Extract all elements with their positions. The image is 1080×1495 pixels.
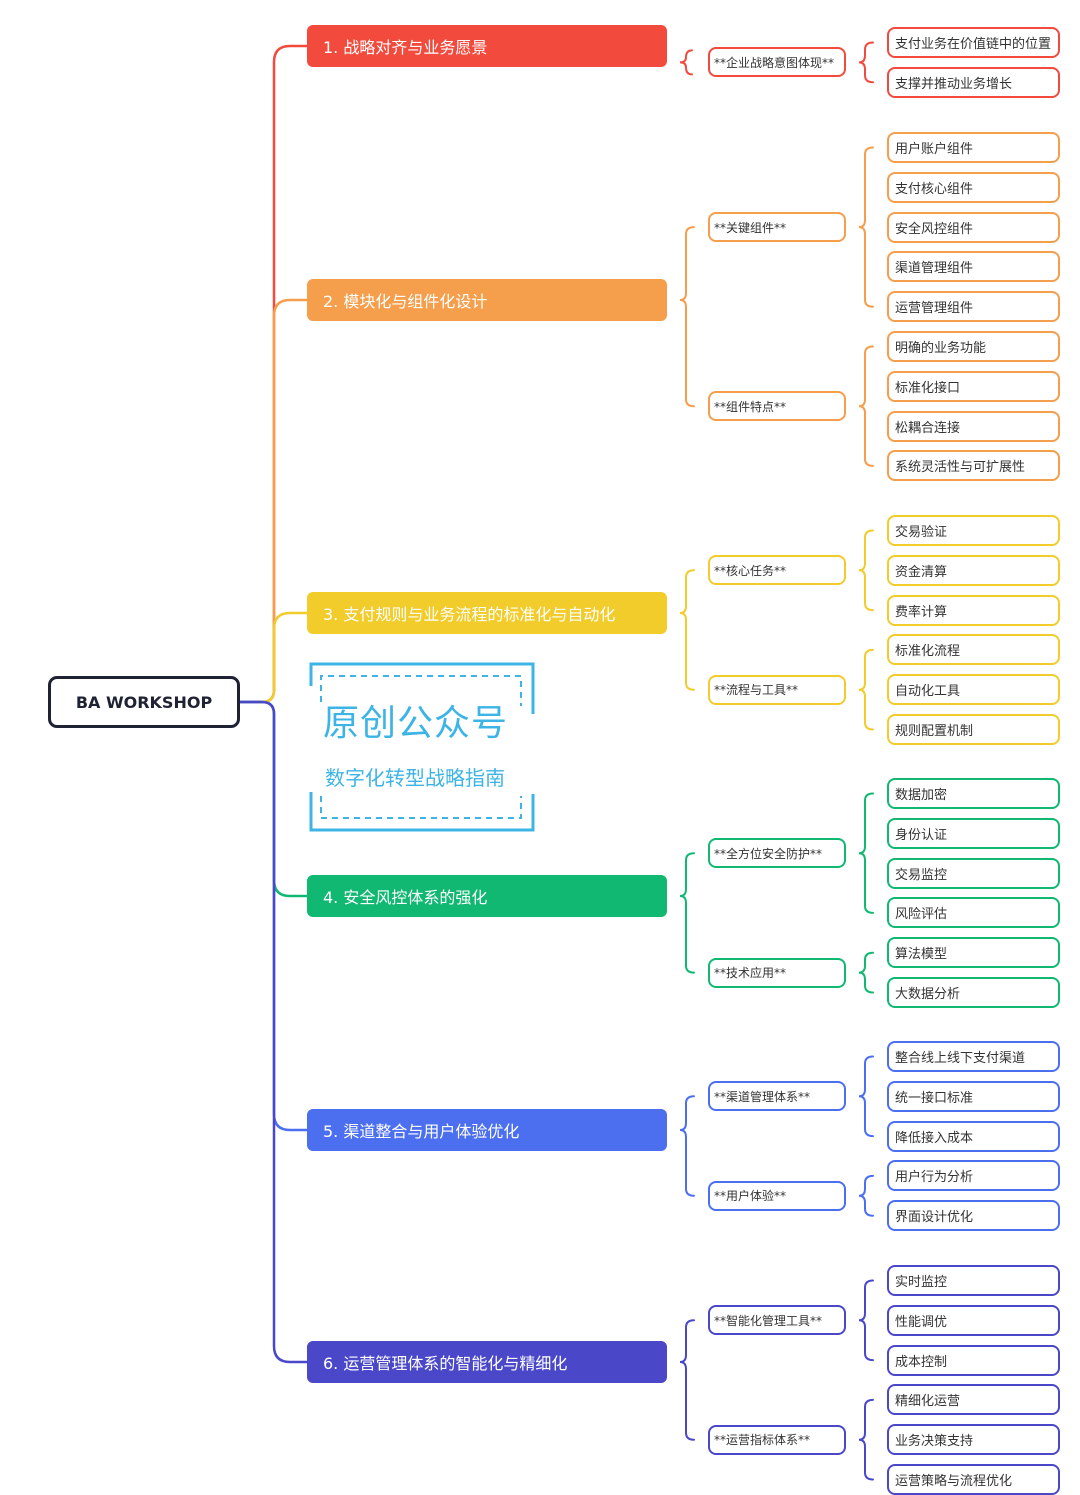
leaf-node[interactable]: 业务决策支持 [887, 1424, 1060, 1456]
connector [858, 1398, 874, 1481]
subtopic-node[interactable]: **智能化管理工具** [708, 1305, 846, 1336]
subtopic-node[interactable]: **渠道管理体系** [708, 1081, 846, 1112]
watermark-frame [309, 662, 535, 832]
connector [679, 1095, 695, 1197]
leaf-node[interactable]: 实时监控 [887, 1265, 1060, 1296]
leaf-node[interactable]: 费率计算 [887, 594, 1060, 626]
root-node[interactable]: BA WORKSHOP [48, 676, 240, 728]
leaf-node[interactable]: 明确的业务功能 [887, 331, 1060, 362]
leaf-node[interactable]: 用户行为分析 [887, 1160, 1060, 1192]
connector [679, 852, 695, 974]
leaf-node[interactable]: 标准化流程 [887, 634, 1060, 666]
leaf-node[interactable]: 规则配置机制 [887, 714, 1060, 745]
leaf-node[interactable]: 成本控制 [887, 1344, 1060, 1376]
watermark-subtitle: 数字化转型战略指南 [325, 766, 505, 790]
leaf-node[interactable]: 系统灵活性与可扩展性 [887, 450, 1060, 482]
leaf-node[interactable]: 性能调优 [887, 1304, 1060, 1336]
connector [858, 951, 874, 994]
subtopic-node[interactable]: **流程与工具** [708, 674, 846, 705]
subtopic-node[interactable]: **运营指标体系** [708, 1424, 846, 1455]
subtopic-node[interactable]: **核心任务** [708, 555, 846, 586]
leaf-node[interactable]: 大数据分析 [887, 977, 1060, 1008]
connector [858, 345, 874, 467]
connector [238, 611, 309, 704]
leaf-node[interactable]: 渠道管理组件 [887, 251, 1060, 283]
leaf-node[interactable]: 松耦合连接 [887, 410, 1060, 442]
subtopic-node[interactable]: **企业战略意图体现** [708, 47, 846, 78]
subtopic-node[interactable]: **技术应用** [708, 957, 846, 988]
topic-node[interactable]: 5. 渠道整合与用户体验优化 [307, 1109, 667, 1151]
connector [679, 1319, 695, 1441]
leaf-node[interactable]: 安全风控组件 [887, 211, 1060, 243]
leaf-node[interactable]: 风险评估 [887, 897, 1060, 929]
leaf-node[interactable]: 界面设计优化 [887, 1200, 1060, 1232]
leaf-node[interactable]: 运营策略与流程优化 [887, 1464, 1060, 1495]
connector [858, 792, 874, 914]
leaf-node[interactable]: 降低接入成本 [887, 1120, 1060, 1152]
connector [858, 1279, 874, 1362]
leaf-node[interactable]: 统一接口标准 [887, 1080, 1060, 1112]
connector [238, 700, 309, 1364]
topic-node[interactable]: 2. 模块化与组件化设计 [307, 279, 667, 321]
leaf-node[interactable]: 资金清算 [887, 554, 1060, 586]
leaf-node[interactable]: 运营管理组件 [887, 291, 1060, 323]
topic-node[interactable]: 4. 安全风控体系的强化 [307, 875, 667, 917]
leaf-node[interactable]: 整合线上线下支付渠道 [887, 1041, 1060, 1072]
subtopic-node[interactable]: **全方位安全防护** [708, 838, 846, 869]
connector [858, 146, 874, 308]
leaf-node[interactable]: 用户账户组件 [887, 132, 1060, 163]
watermark: 原创公众号 数字化转型战略指南 [309, 662, 535, 832]
connector [858, 41, 874, 84]
connector [858, 648, 874, 731]
connector [858, 1174, 874, 1217]
connector [679, 226, 695, 408]
leaf-node[interactable]: 交易监控 [887, 857, 1060, 889]
leaf-node[interactable]: 交易验证 [887, 515, 1060, 546]
subtopic-node[interactable]: **关键组件** [708, 212, 846, 243]
leaf-node[interactable]: 自动化工具 [887, 674, 1060, 706]
connector [858, 1055, 874, 1138]
topic-node[interactable]: 3. 支付规则与业务流程的标准化与自动化 [307, 592, 667, 634]
leaf-node[interactable]: 支付业务在价值链中的位置 [887, 27, 1060, 58]
topic-node[interactable]: 6. 运营管理体系的智能化与精细化 [307, 1341, 667, 1383]
leaf-node[interactable]: 标准化接口 [887, 370, 1060, 402]
connector [679, 49, 693, 76]
leaf-node[interactable]: 支付核心组件 [887, 171, 1060, 203]
connector [679, 569, 695, 691]
subtopic-node[interactable]: **用户体验** [708, 1180, 846, 1211]
leaf-node[interactable]: 支撑并推动业务增长 [887, 66, 1060, 98]
leaf-node[interactable]: 数据加密 [887, 778, 1060, 809]
leaf-node[interactable]: 身份认证 [887, 817, 1060, 849]
connector [858, 529, 874, 612]
subtopic-node[interactable]: **组件特点** [708, 391, 846, 422]
leaf-node[interactable]: 精细化运营 [887, 1384, 1060, 1416]
leaf-node[interactable]: 算法模型 [887, 937, 1060, 969]
watermark-title: 原创公众号 [323, 703, 509, 744]
topic-node[interactable]: 1. 战略对齐与业务愿景 [307, 25, 667, 67]
